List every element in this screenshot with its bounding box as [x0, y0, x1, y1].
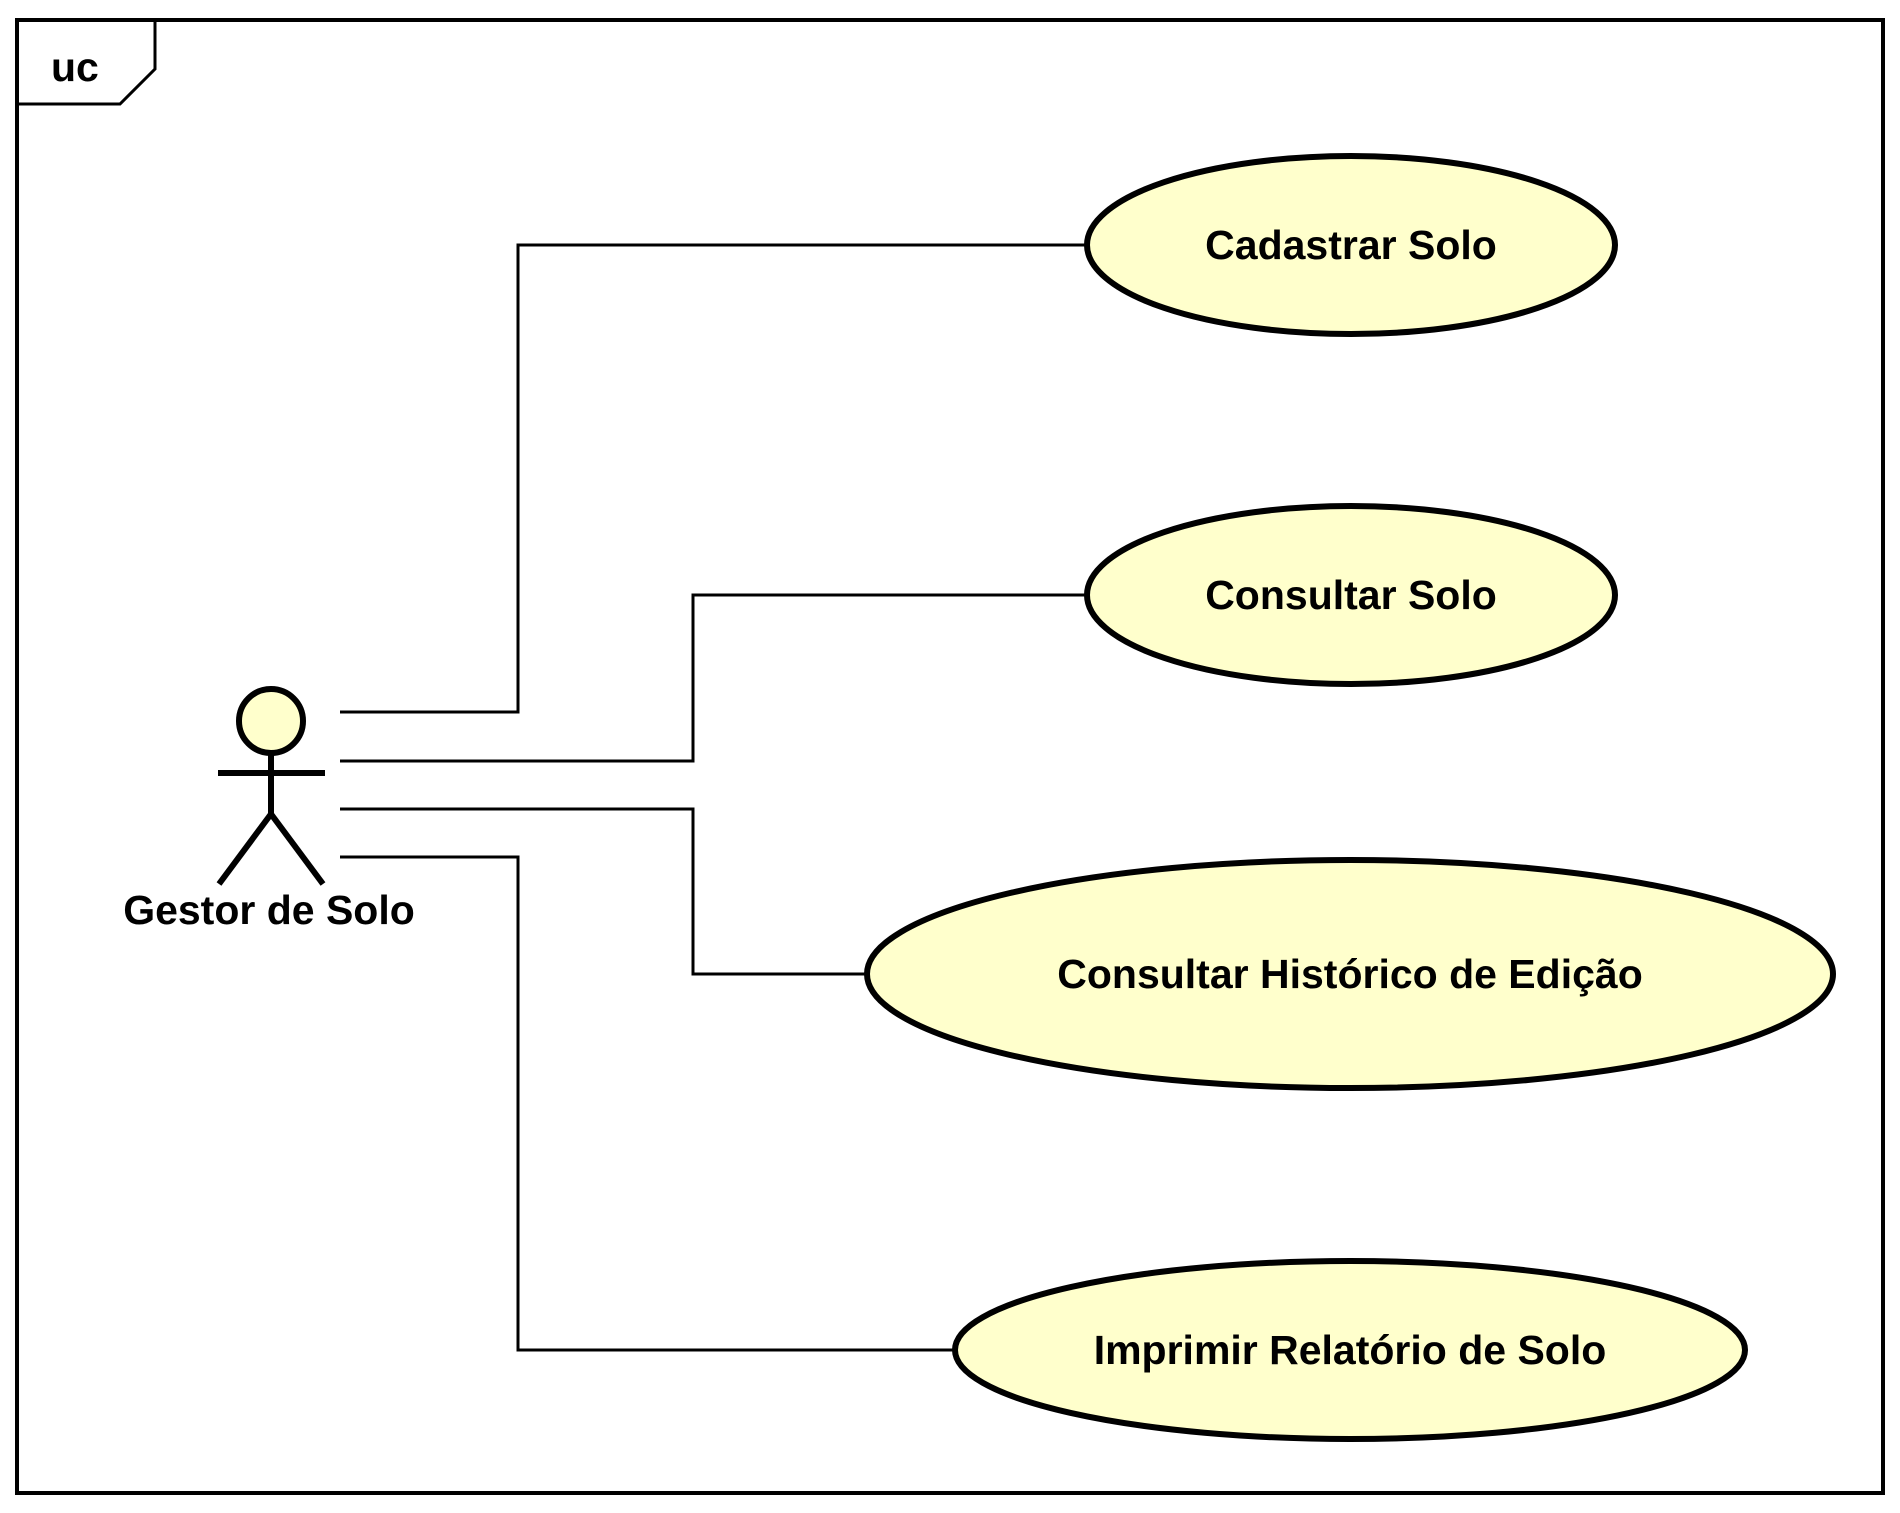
use-case-label: Consultar Solo	[1205, 572, 1497, 618]
actor-gestor-de-solo[interactable]: Gestor de Solo	[123, 686, 415, 933]
use-case-ellipse	[1084, 153, 1618, 337]
use-case-label: Imprimir Relatório de Solo	[1094, 1327, 1607, 1373]
use-case-imprimir-relatorio-de-solo[interactable]: Imprimir Relatório de Solo	[952, 1258, 1748, 1442]
use-case-consultar-solo[interactable]: Consultar Solo	[1084, 503, 1618, 687]
actor-right-leg	[268, 812, 326, 886]
association-consultar-historico	[340, 807, 868, 976]
use-case-ellipse	[1084, 503, 1618, 687]
use-case-consultar-historico-de-edicao[interactable]: Consultar Histórico de Edição	[864, 857, 1836, 1091]
actor-left-leg	[216, 812, 274, 886]
use-case-ellipse	[952, 1258, 1748, 1442]
associations	[340, 243, 1087, 1352]
use-case-label: Consultar Histórico de Edição	[1057, 951, 1643, 997]
association-consultar-solo	[340, 593, 1087, 763]
frame-tag-box	[17, 20, 157, 106]
use-case-ellipse	[864, 857, 1836, 1091]
association-cadastrar-solo	[340, 243, 1087, 714]
actor-head	[236, 686, 306, 756]
use-case-cadastrar-solo[interactable]: Cadastrar Solo	[1084, 153, 1618, 337]
actor-name: Gestor de Solo	[123, 887, 415, 933]
use-case-label: Cadastrar Solo	[1205, 222, 1497, 268]
association-imprimir-relatorio	[340, 855, 955, 1352]
frame-tag-label: uc	[51, 44, 99, 90]
